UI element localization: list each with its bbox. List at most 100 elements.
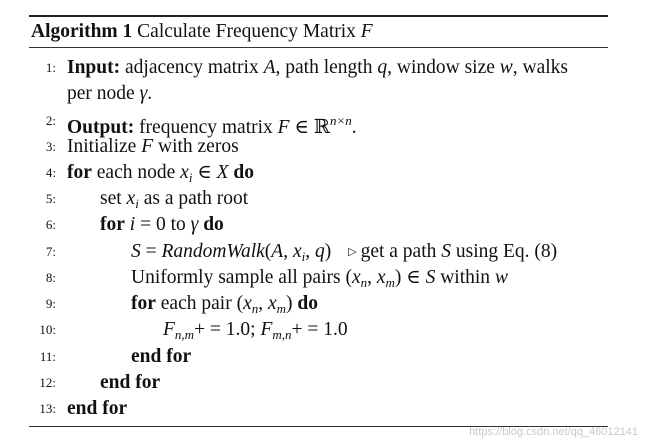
- var-s: S: [441, 241, 452, 262]
- paren: (: [264, 241, 272, 262]
- var-x: x: [376, 267, 386, 288]
- do-keyword: do: [203, 214, 224, 235]
- paren: (: [236, 293, 244, 314]
- var-f: F: [163, 319, 175, 340]
- paren: (: [345, 267, 352, 288]
- text: within: [440, 267, 491, 288]
- text: as a path root: [143, 188, 249, 209]
- line-code: Uniformly sample all pairs (xn, xm) ∈ S …: [131, 265, 508, 296]
- var-w: w: [494, 267, 508, 288]
- line-number: 3:: [45, 139, 56, 154]
- element-of: ∈: [294, 117, 309, 138]
- line-number: 1:: [45, 60, 56, 75]
- end-for-keyword: end for: [67, 398, 128, 419]
- subscript: i: [301, 249, 306, 264]
- algorithm-box: Algorithm 1 Calculate Frequency Matrix F…: [29, 15, 608, 427]
- for-keyword: for: [67, 162, 92, 183]
- text: , path length: [275, 57, 373, 78]
- paren: ): [324, 241, 332, 262]
- line-number: 9:: [45, 296, 56, 311]
- line-code: for each pair (xn, xm) do: [131, 291, 318, 322]
- line-number: 12:: [39, 375, 56, 390]
- end-for-keyword: end for: [131, 346, 192, 367]
- text: .: [147, 83, 153, 104]
- element-of: ∈: [197, 162, 212, 183]
- var-x: x: [267, 293, 277, 314]
- superscript: n×n: [330, 113, 352, 128]
- algo-line-1-cont: per node γ.: [29, 81, 608, 107]
- algo-line-8: 8: Uniformly sample all pairs (xn, xm) ∈…: [29, 265, 608, 291]
- subscript: i: [188, 170, 193, 185]
- do-keyword: do: [297, 293, 319, 314]
- line-number: 8:: [45, 270, 56, 285]
- line-code: Fn,m+ = 1.0; Fm,n+ = 1.0: [163, 317, 348, 348]
- text: , walks: [512, 57, 569, 78]
- text: + = 1.0;: [194, 319, 256, 340]
- for-keyword: for: [100, 214, 125, 235]
- line-code: S = RandomWalk(A, xi, q) ▷get a path S u…: [131, 239, 557, 270]
- text: = 0 to: [140, 214, 186, 235]
- line-number: 4:: [45, 165, 56, 180]
- text: Initialize: [67, 136, 137, 157]
- var-f: F: [260, 319, 273, 340]
- arg-x: x: [292, 241, 302, 262]
- text: set: [100, 188, 122, 209]
- output-keyword: Output:: [67, 117, 135, 138]
- algo-line-10: 10: Fn,m+ = 1.0; Fm,n+ = 1.0: [29, 317, 608, 343]
- text: .: [351, 117, 357, 138]
- function-name: RandomWalk: [161, 241, 265, 262]
- line-number: 2:: [45, 113, 56, 128]
- algo-line-13: 13: end for: [29, 396, 608, 422]
- var-x: x: [126, 188, 136, 209]
- text: with zeros: [157, 136, 239, 157]
- subscript: n: [360, 275, 368, 290]
- var-gamma: γ: [190, 214, 199, 235]
- subscript: m: [276, 301, 287, 316]
- text: each pair: [160, 293, 232, 314]
- reals-symbol: ℝ: [313, 117, 330, 138]
- do-keyword: do: [233, 162, 255, 183]
- paren: ): [394, 267, 402, 288]
- text: , window size: [387, 57, 495, 78]
- var-i: i: [129, 214, 136, 235]
- line-number: 7:: [45, 244, 56, 259]
- line-code: Input: adjacency matrix A, path length q…: [67, 55, 568, 81]
- var-a: A: [263, 57, 276, 78]
- arg-a: A: [271, 241, 284, 262]
- paren: ): [286, 293, 293, 314]
- end-for-keyword: end for: [100, 372, 161, 393]
- line-code: for i = 0 to γ do: [100, 212, 224, 238]
- watermark: https://blog.csdn.net/qq_46012141: [469, 426, 638, 438]
- var-s: S: [131, 241, 141, 262]
- algo-line-1: 1: Input: adjacency matrix A, path lengt…: [29, 55, 608, 81]
- line-number: 11:: [39, 349, 56, 364]
- var-w: w: [499, 57, 513, 78]
- var-q: q: [377, 57, 388, 78]
- var-f: F: [277, 117, 290, 138]
- line-number: 6:: [45, 217, 56, 232]
- subscript: m: [385, 275, 395, 290]
- algorithm-body: 1: Input: adjacency matrix A, path lengt…: [29, 48, 608, 427]
- text: adjacency matrix: [125, 57, 259, 78]
- input-keyword: Input:: [67, 57, 121, 78]
- algorithm-header: Algorithm 1 Calculate Frequency Matrix F: [29, 17, 608, 48]
- line-code: for each node xi ∈ X do: [67, 160, 254, 191]
- algo-line-3: 3: Initialize F with zeros: [29, 134, 608, 160]
- text: get a path: [360, 241, 437, 262]
- algo-line-12: 12: end for: [29, 370, 608, 396]
- subscript: m,n: [272, 327, 292, 342]
- comment: ▷get a path S using Eq. (8): [348, 241, 557, 262]
- line-code: Initialize F with zeros: [67, 134, 239, 160]
- for-keyword: for: [131, 293, 156, 314]
- algo-line-2: 2: Output: frequency matrix F ∈ ℝn×n.: [29, 108, 608, 138]
- comma: ,: [258, 293, 268, 314]
- comment-triangle-icon: ▷: [348, 246, 357, 258]
- algo-line-9: 9: for each pair (xn, xm) do: [29, 291, 608, 317]
- var-gamma: γ: [139, 83, 148, 104]
- equals: =: [145, 241, 157, 262]
- subscript: i: [135, 196, 139, 211]
- arg-q: q: [314, 241, 325, 262]
- comma: ,: [283, 241, 293, 262]
- algorithm-title-var: F: [360, 21, 373, 42]
- element-of: ∈: [406, 267, 421, 288]
